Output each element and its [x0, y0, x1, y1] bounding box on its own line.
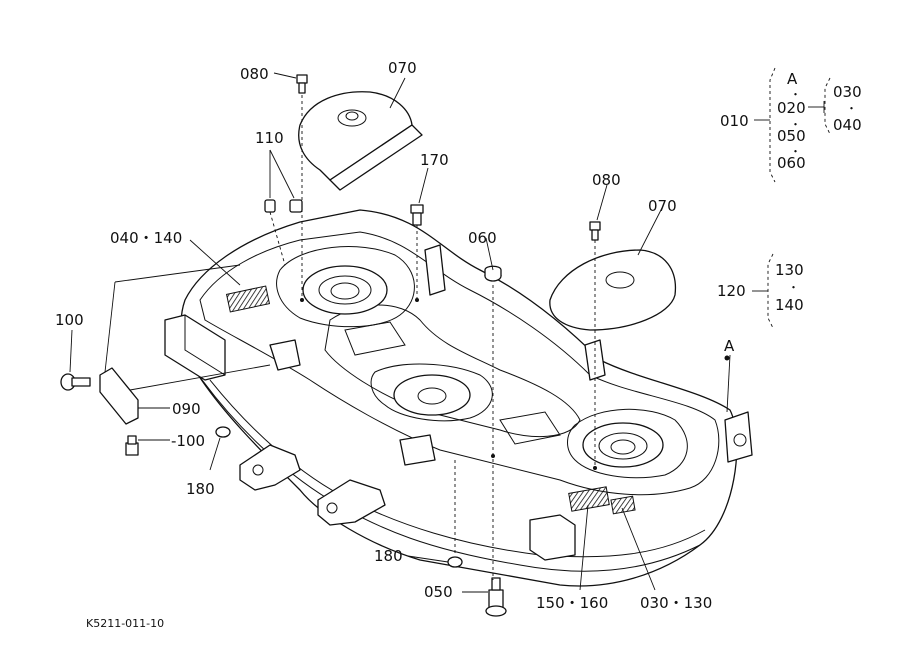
legend-010-item-0: A — [787, 70, 798, 88]
right-belt-cover-070 — [549, 249, 677, 331]
legend-010-sub-1: 040 — [833, 116, 862, 134]
label-110: 110 — [255, 129, 284, 147]
legend-010-item-1: 020 — [777, 99, 806, 117]
bolt-100-lower — [125, 435, 139, 456]
spacers-110 — [264, 199, 303, 213]
legend-010-sub-0: 030 — [833, 83, 862, 101]
label-180-lower: 180 — [374, 547, 403, 565]
label-100-left: 100 — [55, 311, 84, 329]
warning-decal-030-130 — [610, 495, 636, 515]
label-080-left: 080 — [240, 65, 269, 83]
bolt-170 — [410, 204, 424, 226]
bolt-080-left — [296, 74, 308, 94]
svg-text:・: ・ — [846, 102, 857, 115]
bolt-100-left — [60, 373, 91, 391]
bushing-060 — [484, 265, 502, 282]
legend-120-item-1: 140 — [775, 296, 804, 314]
label-070-left: 070 — [388, 59, 417, 77]
legend-010-key: 010 — [720, 112, 749, 130]
label-070-right: 070 — [648, 197, 677, 215]
label-080-right: 080 — [592, 171, 621, 189]
svg-text:・: ・ — [788, 281, 799, 294]
label-050: 050 — [424, 583, 453, 601]
left-belt-cover-070 — [298, 91, 423, 191]
center-spindle-pulley — [393, 374, 471, 416]
clip-brackets — [269, 244, 606, 466]
nut-180-left — [215, 426, 231, 438]
bolt-050 — [485, 577, 507, 617]
legend-010-item-3: 060 — [777, 154, 806, 172]
front-left-bracket — [164, 314, 226, 381]
legend-010-item-2: 050 — [777, 127, 806, 145]
label-170: 170 — [420, 151, 449, 169]
label-090: 090 — [172, 400, 201, 418]
rear-right-bracket — [724, 411, 753, 463]
label-180-left: 180 — [186, 480, 215, 498]
legend-group-010: 010 A ・ 020 ・ 050 ・ 060 030 ・ 040 — [720, 67, 862, 183]
plate-090 — [99, 367, 139, 425]
label-060: 060 — [468, 229, 497, 247]
warning-decal-040-140 — [225, 285, 271, 313]
svg-text:・: ・ — [790, 118, 801, 131]
front-lower-bracket — [529, 514, 576, 561]
label-030-130: 030・130 — [640, 594, 712, 612]
nut-180-lower — [447, 556, 463, 568]
svg-text:・: ・ — [790, 88, 801, 101]
legend-group-120: 120 130 ・ 140 — [717, 253, 804, 329]
label-040-140: 040・140 — [110, 229, 182, 247]
right-spindle-pulley — [582, 422, 664, 468]
label-100-lower: -100 — [171, 432, 205, 450]
label-A-main: A — [724, 337, 735, 355]
bolt-080-right — [589, 221, 601, 241]
leader-lines — [69, 72, 731, 593]
left-spindle-pulley — [302, 265, 388, 315]
reference-dots — [300, 298, 730, 470]
center-hanger-arm — [317, 479, 386, 526]
label-150-160: 150・160 — [536, 594, 608, 612]
diagram-code: K5211-011-10 — [86, 617, 164, 630]
left-hanger-arm — [239, 444, 301, 491]
warning-decal-150-160 — [568, 486, 610, 512]
svg-text:・: ・ — [790, 145, 801, 158]
legend-120-item-0: 130 — [775, 261, 804, 279]
legend-120-key: 120 — [717, 282, 746, 300]
